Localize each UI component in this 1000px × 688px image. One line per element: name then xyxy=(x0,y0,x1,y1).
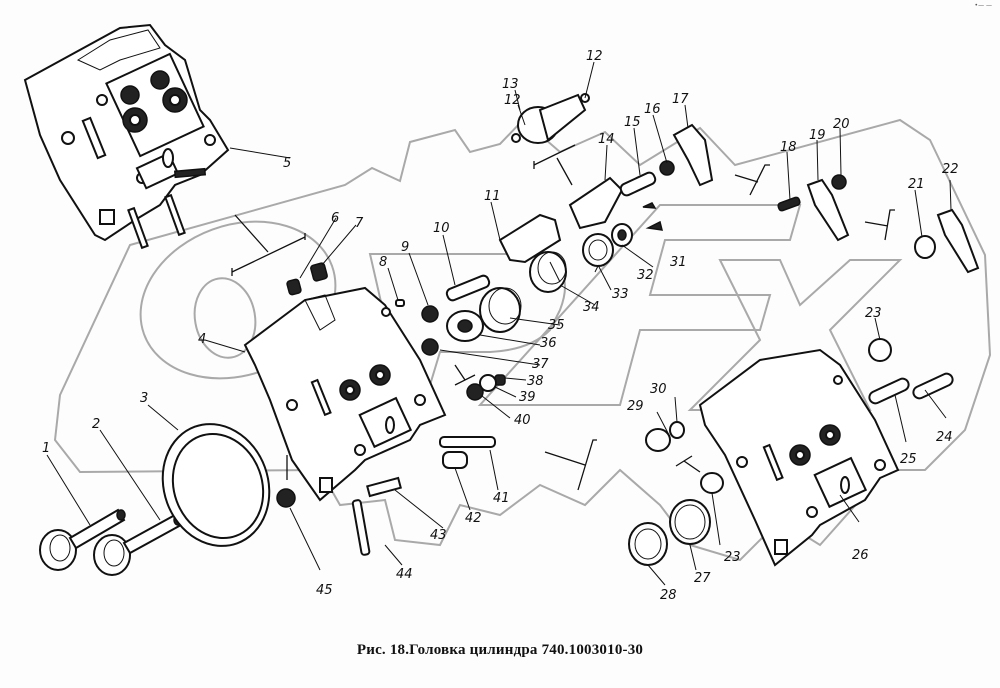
callout-11: 11 xyxy=(484,189,501,204)
figure-caption: Рис. 18.Головка цилиндра 740.1003010-30 xyxy=(356,642,644,658)
callout-14: 14 xyxy=(598,132,615,147)
callout-19: 19 xyxy=(809,128,826,143)
cylinder-head-right xyxy=(698,348,900,567)
callout-9: 9 xyxy=(401,240,409,255)
callout-26: 26 xyxy=(852,548,869,563)
callout-28: 28 xyxy=(660,588,677,603)
callout-24: 24 xyxy=(936,430,953,445)
callout-41: 41 xyxy=(493,491,510,506)
callout-33: 33 xyxy=(612,287,629,302)
head-gasket-ring xyxy=(161,423,271,547)
callout-8: 8 xyxy=(379,255,387,270)
callout-12-top: 12 xyxy=(586,49,603,64)
valve-2 xyxy=(93,513,183,576)
callout-4: 4 xyxy=(198,332,206,347)
cylinder-head-assembly xyxy=(23,23,230,250)
watermark-letter-o-inner xyxy=(193,277,257,359)
callout-25: 25 xyxy=(900,452,917,467)
callout-34: 34 xyxy=(583,300,600,315)
callout-32: 32 xyxy=(637,268,654,283)
leader-lines xyxy=(46,61,952,586)
callout-6: 6 xyxy=(331,211,339,226)
callout-18: 18 xyxy=(780,140,797,155)
callout-39: 39 xyxy=(519,390,536,405)
callout-35: 35 xyxy=(548,318,565,333)
watermark-letter-e xyxy=(477,204,802,406)
callout-7: 7 xyxy=(355,216,364,231)
callout-12-left: 12 xyxy=(504,93,521,108)
callout-20: 20 xyxy=(833,117,850,132)
callout-17: 17 xyxy=(672,92,689,107)
callout-3: 3 xyxy=(140,391,148,406)
callout-1: 1 xyxy=(42,441,50,456)
assembly-arrows xyxy=(231,144,895,491)
callout-15: 15 xyxy=(624,115,641,130)
callout-37: 37 xyxy=(532,357,549,372)
callout-42: 42 xyxy=(465,511,482,526)
callout-5: 5 xyxy=(283,156,291,171)
callout-27: 27 xyxy=(694,571,711,586)
callout-38: 38 xyxy=(527,374,544,389)
callout-29: 29 xyxy=(627,399,644,414)
callout-labels: 1 2 3 4 5 6 7 8 9 10 11 12 12 13 14 15 1… xyxy=(42,49,959,603)
watermark-gear-outline xyxy=(53,118,992,562)
callout-13: 13 xyxy=(502,77,519,92)
callout-43: 43 xyxy=(430,528,447,543)
callout-16: 16 xyxy=(644,102,661,117)
callout-31: 31 xyxy=(670,255,687,270)
callout-10: 10 xyxy=(433,221,450,236)
corner-mark: •— — xyxy=(974,2,992,9)
callout-45: 45 xyxy=(316,583,333,598)
callout-36: 36 xyxy=(540,336,557,351)
callout-23-top: 23 xyxy=(865,306,882,321)
valve-1 xyxy=(39,508,126,571)
cylinder-head xyxy=(243,286,447,502)
callout-2: 2 xyxy=(92,417,100,432)
callout-40: 40 xyxy=(514,413,531,428)
callout-21: 21 xyxy=(908,177,925,192)
callout-22: 22 xyxy=(942,162,959,177)
callout-44: 44 xyxy=(396,567,413,582)
callout-30: 30 xyxy=(650,382,667,397)
callout-23-bottom: 23 xyxy=(724,550,741,565)
